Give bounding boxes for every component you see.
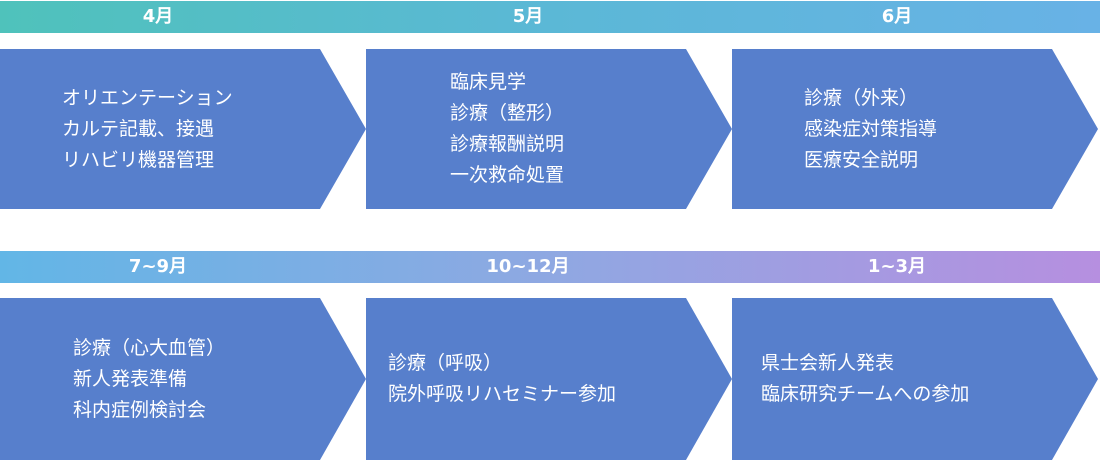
step-arrow-jan-mar: 県士会新人発表 臨床研究チームへの参加 <box>732 298 1098 460</box>
step-text-may: 臨床見学 診療（整形） 診療報酬説明 一次救命処置 <box>450 49 564 209</box>
month-band-top: 4月 5月 6月 <box>0 1 1100 33</box>
step-item: リハビリ機器管理 <box>62 148 215 171</box>
month-label-may: 5月 <box>512 6 544 27</box>
month-label-jun: 6月 <box>881 6 913 27</box>
step-item: 診療（呼吸） <box>388 352 503 374</box>
step-item: 新人発表準備 <box>73 367 188 390</box>
month-label-jul-sep: 7~9月 <box>128 256 188 277</box>
step-item: オリエンテーション <box>62 86 233 109</box>
step-item: 診療報酬説明 <box>450 133 565 155</box>
step-item: 診療（心大血管） <box>73 336 226 359</box>
step-arrow-jun: 診療（外来） 感染症対策指導 医療安全説明 <box>732 49 1098 209</box>
step-text-jun: 診療（外来） 感染症対策指導 医療安全説明 <box>804 49 937 209</box>
step-arrow-apr: オリエンテーション カルテ記載、接遇 リハビリ機器管理 <box>0 49 366 209</box>
month-band-bottom: 7~9月 10~12月 1~3月 <box>0 251 1100 283</box>
step-item: 臨床研究チームへの参加 <box>761 383 970 405</box>
step-item: 医療安全説明 <box>804 148 919 171</box>
step-item: 一次救命処置 <box>450 164 565 186</box>
step-text-jan-mar: 県士会新人発表 臨床研究チームへの参加 <box>761 298 969 460</box>
month-label-apr: 4月 <box>142 6 174 27</box>
step-arrow-jul-sep: 診療（心大血管） 新人発表準備 科内症例検討会 <box>0 298 366 460</box>
step-arrow-may: 臨床見学 診療（整形） 診療報酬説明 一次救命処置 <box>366 49 732 209</box>
step-item: 県士会新人発表 <box>761 352 895 374</box>
step-item: 臨床見学 <box>450 71 527 93</box>
month-label-jan-mar: 1~3月 <box>867 256 927 277</box>
step-item: 科内症例検討会 <box>73 398 207 421</box>
step-arrow-oct-dec: 診療（呼吸） 院外呼吸リハセミナー参加 <box>366 298 732 460</box>
step-item: 診療（外来） <box>804 86 919 109</box>
step-text-jul-sep: 診療（心大血管） 新人発表準備 科内症例検討会 <box>73 298 225 460</box>
month-label-oct-dec: 10~12月 <box>486 256 570 277</box>
step-item: カルテ記載、接遇 <box>62 117 215 140</box>
step-item: 感染症対策指導 <box>804 117 938 140</box>
step-text-oct-dec: 診療（呼吸） 院外呼吸リハセミナー参加 <box>388 298 616 460</box>
step-item: 診療（整形） <box>450 102 565 124</box>
step-text-apr: オリエンテーション カルテ記載、接遇 リハビリ機器管理 <box>62 49 233 209</box>
step-item: 院外呼吸リハセミナー参加 <box>388 383 617 405</box>
